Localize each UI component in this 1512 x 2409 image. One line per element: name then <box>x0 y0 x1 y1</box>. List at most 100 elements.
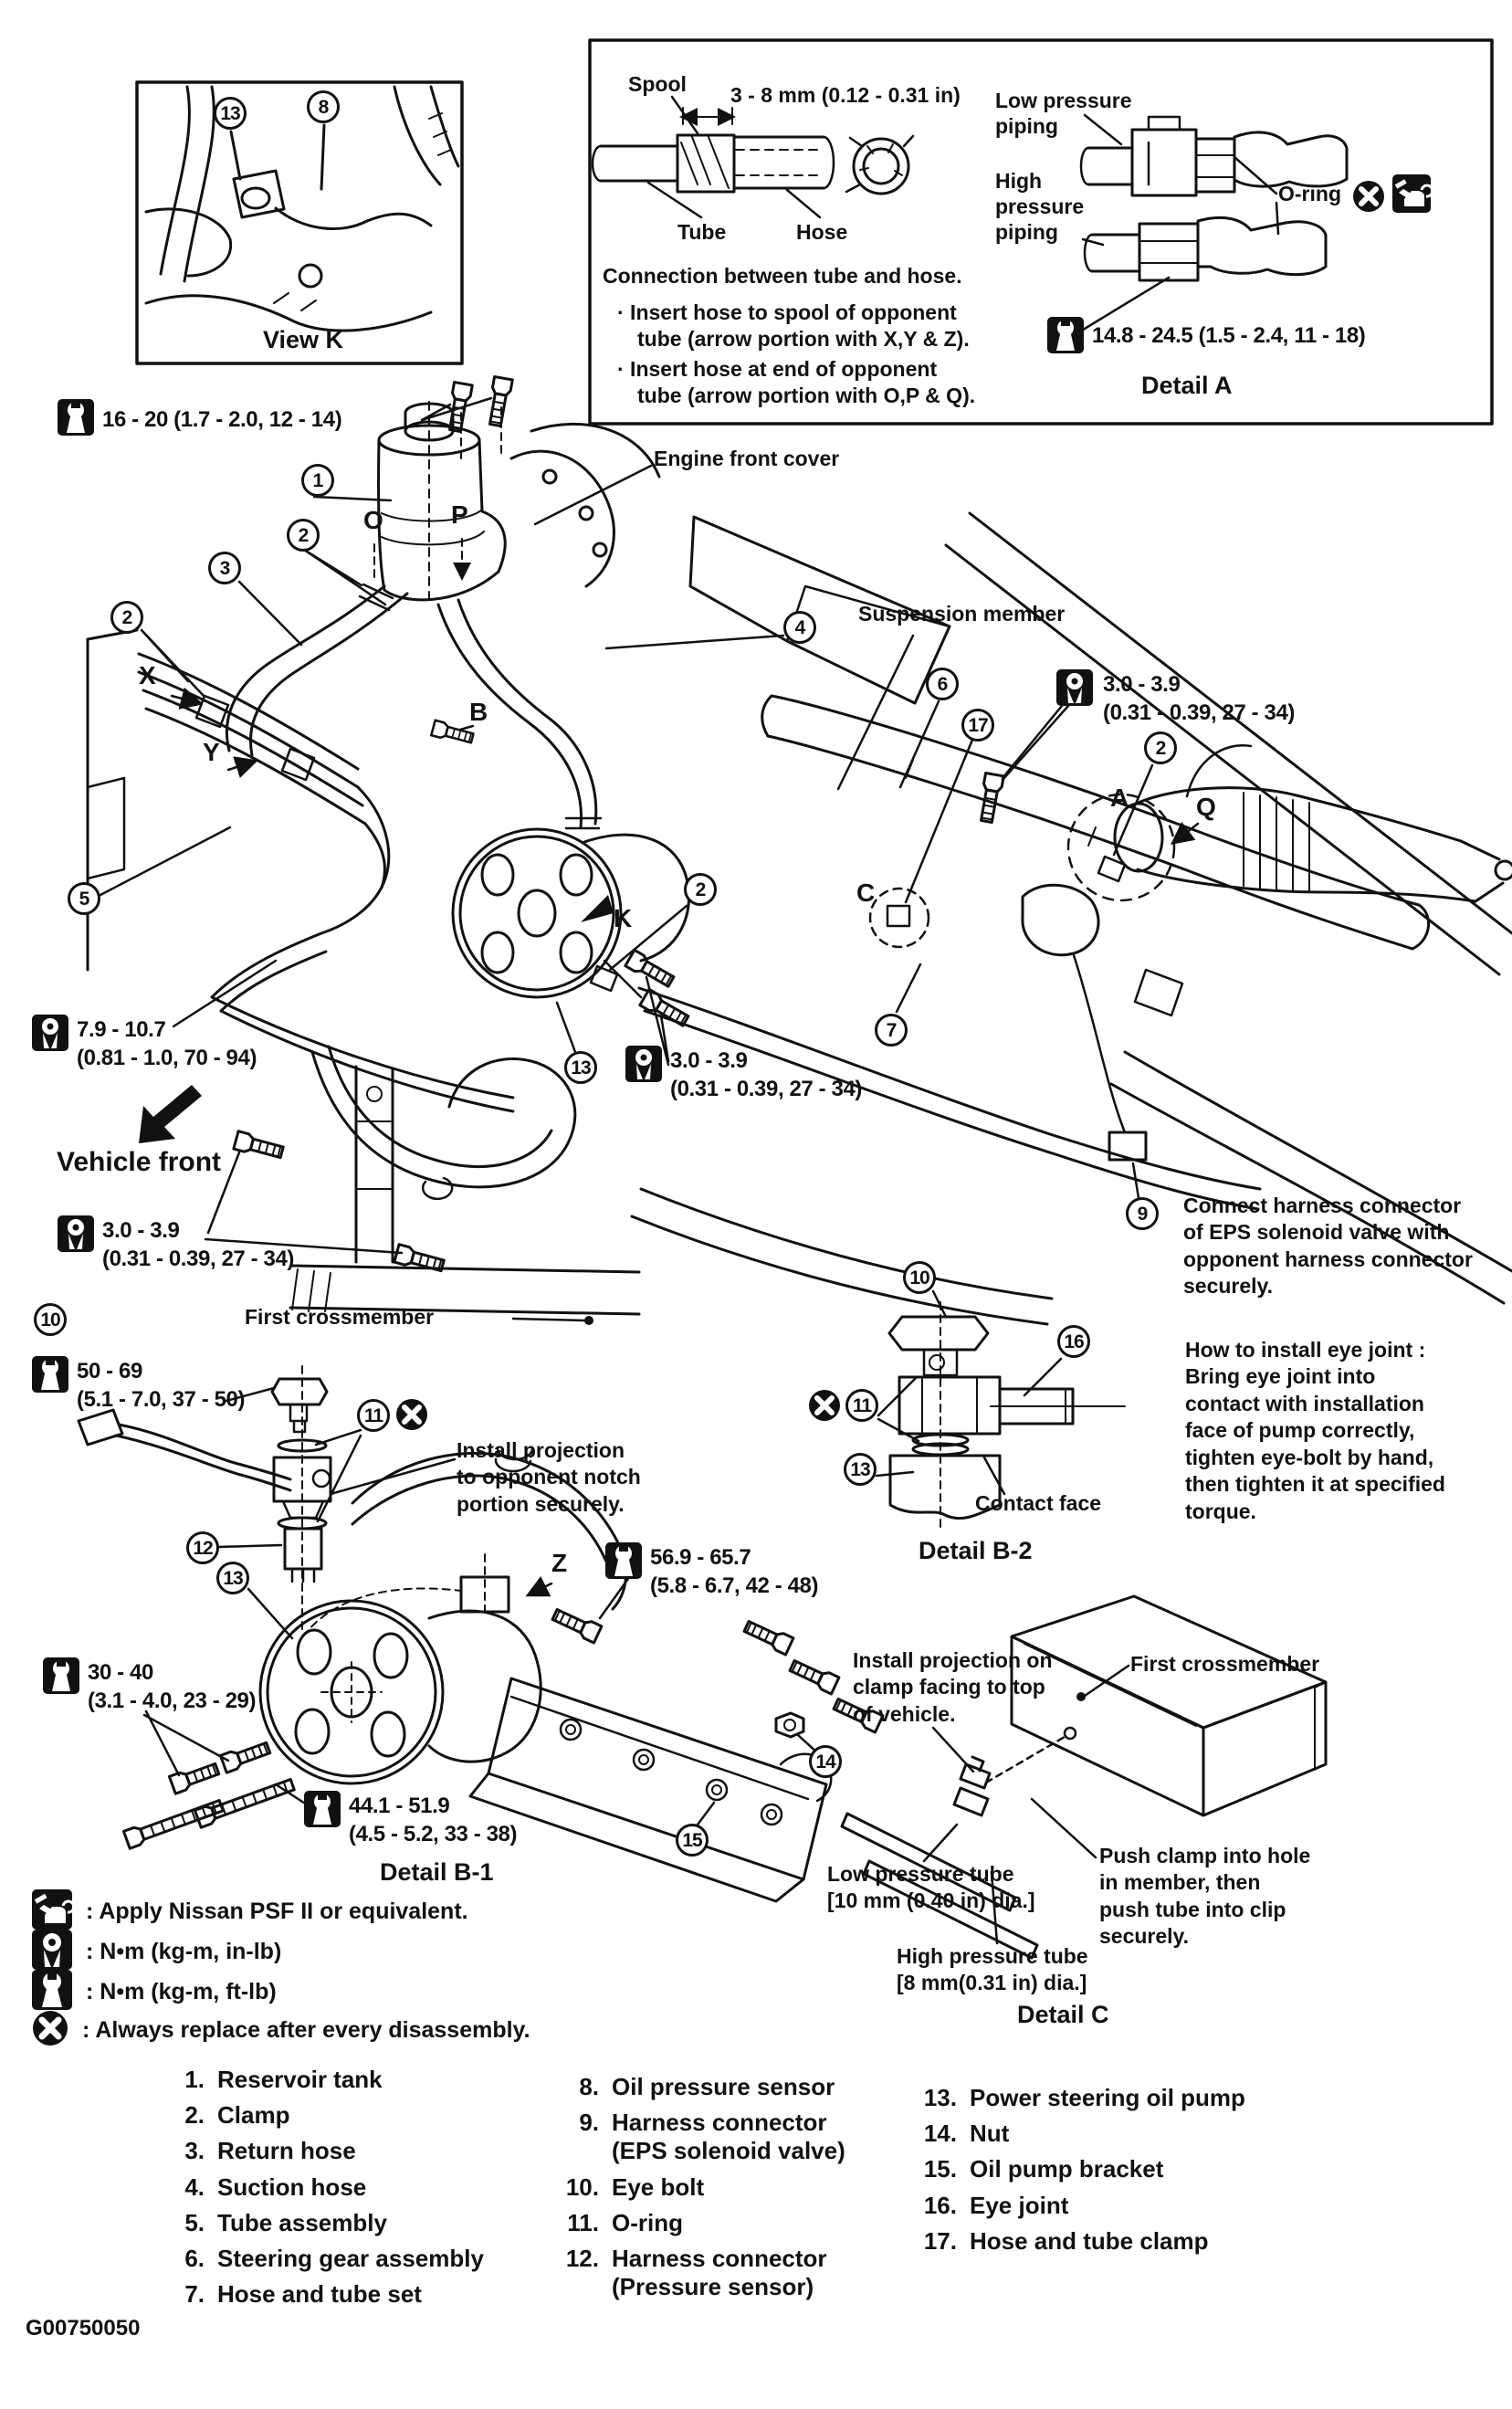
high-pressure-tube-label: High pressure tube [8 mm(0.31 in) dia.] <box>897 1944 1088 1995</box>
torque-pump-bolts: 3.0 - 3.9 (0.31 - 0.39, 27 - 34) <box>670 1048 862 1102</box>
part-name: Oil pump bracket <box>970 2155 1164 2183</box>
part-name: O-ring <box>612 2208 683 2236</box>
legend-inlb-text: : N•m (kg-m, in-lb) <box>86 1938 282 1964</box>
part-name: Harness connector (EPS solenoid valve) <box>612 2109 845 2165</box>
tube-label: Tube <box>677 220 727 244</box>
part-name: Nut <box>970 2120 1010 2148</box>
push-clamp-note: Push clamp into hole in member, then pus… <box>1099 1844 1311 1949</box>
part-num: 17. <box>923 2226 957 2255</box>
part-num: 11. <box>567 2208 599 2236</box>
torque-eye-bolt: 50 - 69 (5.1 - 7.0, 37 - 50) <box>77 1359 246 1413</box>
callout-4: 4 <box>783 611 816 644</box>
first-crossmember-label: First crossmember <box>245 1305 435 1329</box>
parts-column-3: 13.Power steering oil pump 14.Nut 15.Oil… <box>913 2084 1245 2263</box>
filled-arrows <box>139 895 1086 1701</box>
eye-joint-note: How to install eye joint : Bring eye joi… <box>1185 1338 1445 1523</box>
legend-row-replace: : Always replace after every disassembly… <box>31 2009 530 2052</box>
part-row-10: 10. Eye bolt <box>559 2173 845 2202</box>
part-row-17: 17. Hose and tube clamp <box>913 2227 1245 2256</box>
parts-column-2: 8. Oil pressure sensor 9.Harness connecto… <box>559 2073 845 2309</box>
part-name: Eye joint <box>970 2191 1069 2219</box>
b1-subdiagram-drawing <box>77 1365 885 1903</box>
torque-clamp-bolts: 3.0 - 3.9 (0.31 - 0.39, 27 - 34) <box>102 1218 294 1272</box>
legend-row-psf: : Apply Nissan PSF II or equivalent. <box>31 1888 468 1935</box>
part-name: Reservoir tank <box>217 2066 383 2093</box>
eps-connector-note: Connect harness connector of EPS solenoi… <box>1183 1194 1473 1299</box>
part-name: Clamp <box>217 2101 290 2130</box>
connection-bullet-2: · Insert hose at end of opponent tube (a… <box>617 357 976 408</box>
legend-replace-text: : Always replace after every disassembly… <box>82 2016 530 2043</box>
ref-letter-q: Q <box>1196 793 1216 821</box>
legend-psf-text: : Apply Nissan PSF II or equivalent. <box>86 1898 468 1924</box>
detail-c-drawing <box>840 1594 1328 1960</box>
part-row-4: 4.Suction hose <box>172 2173 484 2202</box>
callout-13-viewk: 13 <box>214 97 247 130</box>
callout-2-pump: 2 <box>684 873 717 906</box>
part-row-13: 13.Power steering oil pump <box>913 2084 1245 2112</box>
callout-14: 14 <box>809 1745 842 1778</box>
part-num: 10. <box>565 2172 599 2201</box>
part-num: 2. <box>184 2101 205 2130</box>
wrench-ft-lb-icon <box>31 1969 73 2015</box>
part-row-8: 8. Oil pressure sensor <box>559 2073 845 2101</box>
callout-16: 16 <box>1057 1325 1090 1358</box>
high-pressure-piping-label: High pressure piping <box>995 169 1085 245</box>
part-name: Hose and tube clamp <box>970 2226 1209 2255</box>
torque-detail-a: 14.8 - 24.5 (1.5 - 2.4, 11 - 18) <box>1092 323 1366 348</box>
view-k-inset-drawing <box>135 80 464 365</box>
wrench-ft-lb-icon <box>57 398 95 441</box>
part-num: 8. <box>579 2073 599 2100</box>
callout-10-b1: 10 <box>34 1303 67 1336</box>
replace-icon <box>807 1388 842 1427</box>
connection-title: Connection between tube and hose. <box>603 264 962 288</box>
part-num: 13. <box>923 2084 957 2111</box>
torque-reservoir-bolts: 16 - 20 (1.7 - 2.0, 12 - 14) <box>102 407 342 432</box>
torque-bracket-long-bolts: 44.1 - 51.9 (4.5 - 5.2, 33 - 38) <box>349 1794 518 1847</box>
part-row-3: 3. Return hose <box>172 2137 484 2165</box>
o-ring-label: O-ring <box>1278 182 1341 205</box>
ref-letter-o: O <box>363 506 383 534</box>
low-pressure-tube-label: Low pressure tube [10 mm (0.40 in) dia.] <box>827 1862 1035 1913</box>
part-row-1: 1. Reservoir tank <box>172 2066 484 2094</box>
torque-pump-nut: 56.9 - 65.7 (5.8 - 6.7, 42 - 48) <box>650 1545 819 1599</box>
parts-column-1: 1. Reservoir tank 2. Clamp 3. Return hose 4… <box>172 2066 484 2316</box>
part-name: Oil pressure sensor <box>612 2073 835 2100</box>
part-num: 1. <box>184 2066 205 2093</box>
callout-3: 3 <box>208 552 241 584</box>
ref-letter-b: B <box>469 698 488 726</box>
detail-b1-caption: Detail B-1 <box>380 1858 494 1886</box>
suspension-member-label: Suspension member <box>858 602 1066 626</box>
wrench-ft-lb-icon <box>42 1657 80 1699</box>
callout-6: 6 <box>926 668 959 700</box>
wrench-ft-lb-icon <box>604 1541 643 1584</box>
dimension-label: 3 - 8 mm (0.12 - 0.31 in) <box>730 83 961 107</box>
ref-letter-c: C <box>856 878 876 907</box>
wrench-in-lb-icon <box>31 1929 73 1975</box>
part-name: Steering gear assembly <box>217 2244 484 2272</box>
hose-label: Hose <box>796 220 848 244</box>
engine-front-cover-label: Engine front cover <box>654 447 840 470</box>
wrench-ft-lb-icon <box>31 1355 69 1398</box>
low-pressure-piping-label: Low pressure piping <box>995 89 1132 139</box>
part-row-9: 9.Harness connector (EPS solenoid valve) <box>559 2109 845 2165</box>
callout-13-b2: 13 <box>844 1453 877 1486</box>
part-name: Return hose <box>217 2137 356 2165</box>
part-num: 3. <box>184 2137 205 2165</box>
part-row-6: 6. Steering gear assembly <box>172 2245 484 2273</box>
part-num: 16. <box>923 2191 957 2219</box>
connection-inset-drawing <box>588 38 1494 426</box>
detail-a-caption: Detail A <box>1141 372 1233 399</box>
detail-b2-drawing <box>875 1289 1126 1531</box>
ref-letter-y: Y <box>203 738 220 766</box>
part-row-2: 2. Clamp <box>172 2101 484 2130</box>
part-row-11: 11. O-ring <box>559 2209 845 2237</box>
part-num: 4. <box>184 2172 205 2201</box>
part-row-14: 14.Nut <box>913 2120 1245 2148</box>
ref-letter-z: Z <box>551 1549 568 1577</box>
spool-label: Spool <box>628 72 687 96</box>
wrench-in-lb-icon <box>31 1014 69 1057</box>
part-num: 6. <box>184 2244 205 2272</box>
part-name: Eye bolt <box>612 2172 705 2201</box>
figure-id: G00750050 <box>26 2316 141 2341</box>
part-row-7: 7.Hose and tube set <box>172 2280 484 2309</box>
